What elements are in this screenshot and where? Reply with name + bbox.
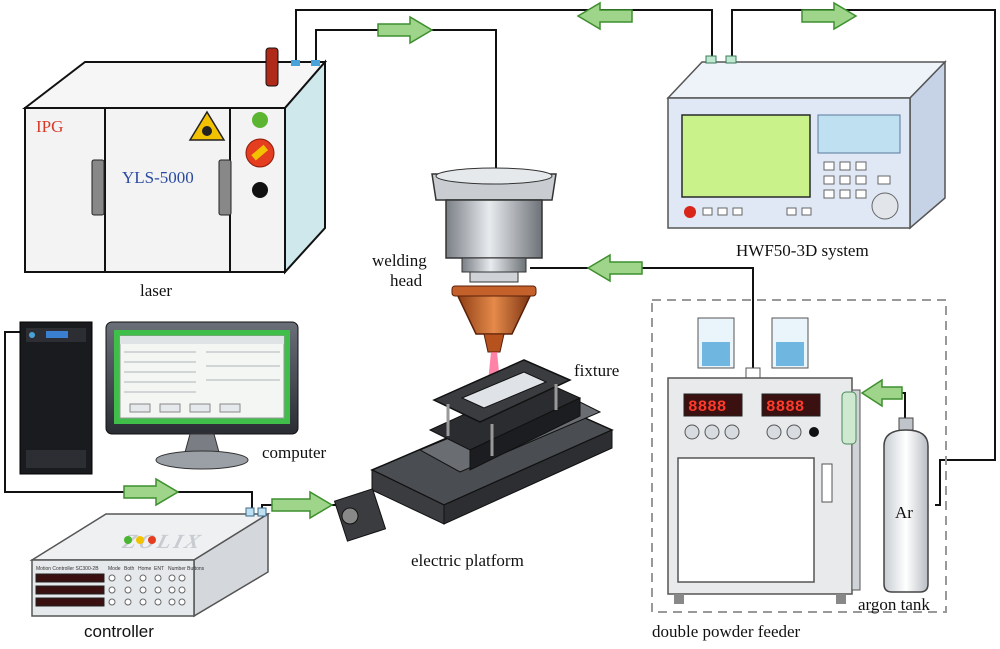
feeder-display-right: 8888 — [766, 398, 804, 416]
laser-label: laser — [140, 281, 172, 300]
controller-brand-text: ZOLIX — [118, 530, 208, 553]
hwf-keypad-panel — [817, 114, 901, 154]
hwf-knob — [871, 192, 899, 220]
computer-to-controller-line — [4, 331, 253, 512]
hwf-red-button — [684, 206, 696, 218]
feeder-label: double powder feeder — [652, 622, 801, 641]
controller-col-home: Home — [138, 566, 152, 572]
arrow-left-feeder-to-head — [586, 253, 643, 283]
controller-displays — [35, 573, 105, 607]
hwf-connector-2 — [725, 55, 737, 64]
flow-arrows — [123, 1, 903, 520]
feeder-dashed-border — [651, 299, 947, 613]
head-nozzle — [454, 291, 534, 335]
hwf-label: HWF50-3D system — [736, 241, 869, 260]
laser-connector-1 — [291, 60, 300, 66]
controller-col-ent: ENT — [154, 566, 164, 572]
controller-keys-label: Number Buttons — [168, 566, 205, 572]
argon-tank-label: argon tank — [858, 595, 930, 614]
computer-stand-base — [155, 450, 249, 470]
laser-green-light — [252, 112, 268, 128]
electric-platform: fixture electric platform — [333, 359, 619, 570]
arrow-right-top-right — [801, 1, 858, 31]
controller-led-yellow — [136, 536, 144, 544]
hwf-connector-1 — [705, 55, 717, 64]
argon-valve — [898, 417, 914, 431]
arrow-left-argon-to-feeder — [860, 378, 903, 408]
hwf-keypad — [823, 161, 891, 199]
hwf-to-argon-line — [731, 9, 996, 506]
feeder-display-right-bg — [761, 393, 821, 417]
computer-label: computer — [262, 443, 327, 462]
arrow-right-computer-to-controller — [123, 477, 180, 507]
connection-lines — [4, 9, 996, 512]
controller-buttons — [108, 574, 186, 606]
argon-tank: Ar argon tank — [858, 417, 930, 614]
double-powder-feeder: 8888 8888 double powder feeder — [651, 299, 947, 641]
computer-tower — [19, 321, 93, 475]
electric-platform-label: electric platform — [411, 551, 524, 570]
arrow-right-top-left — [377, 15, 434, 45]
laser-black-button — [252, 182, 268, 198]
hwf-to-laser-line — [295, 9, 713, 62]
laser-connector-2 — [311, 60, 320, 66]
feeder-display-left: 8888 — [688, 398, 726, 416]
laser-model-text: YLS-5000 — [122, 168, 194, 187]
hwf-top — [666, 61, 947, 99]
platform-motor — [333, 488, 387, 542]
argon-text: Ar — [895, 503, 913, 522]
argon-cylinder — [883, 429, 929, 593]
laser-unit: IPG YLS-5000 laser — [22, 47, 328, 300]
laser-handle-right — [218, 159, 232, 216]
laser-fiber-port — [265, 47, 279, 87]
welding-head-label-1: welding — [372, 251, 427, 270]
controller-led-red — [148, 536, 156, 544]
laser-handle-left — [91, 159, 105, 216]
welding-head-label-2: head — [390, 271, 423, 290]
controller-label: controller — [84, 622, 154, 641]
laser-front — [24, 107, 286, 273]
feeder-display-left-bg — [683, 393, 743, 417]
controller-col-mode: Mode — [108, 566, 121, 572]
controller-col-both: Both — [124, 566, 135, 572]
welding-head: welding head — [372, 167, 557, 382]
controller-model-text: Motion Controller SC300-2B — [36, 566, 99, 572]
fixture-label: fixture — [574, 361, 619, 380]
controller-led-green — [124, 536, 132, 544]
laser-to-head-line — [315, 29, 497, 170]
laser-brand-text: IPG — [36, 117, 63, 136]
hwf-system: HWF50-3D system — [666, 55, 947, 260]
arrow-right-controller-to-platform — [271, 490, 334, 520]
feeder-door — [677, 457, 815, 583]
laser-top — [22, 61, 328, 109]
head-body — [445, 199, 543, 259]
hwf-screen — [681, 114, 811, 198]
computer: computer — [19, 321, 327, 475]
controller: ZOLIX Motion Controller SC300-2B Mode Bo… — [29, 507, 271, 641]
arrow-left-top-mid — [576, 1, 633, 31]
